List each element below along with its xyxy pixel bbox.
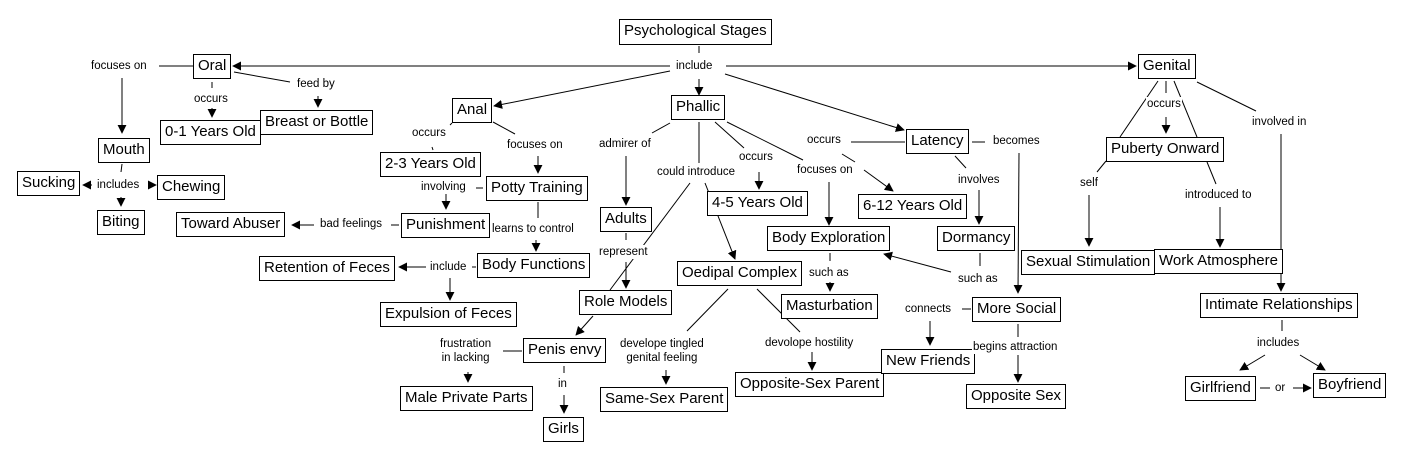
concept-girlfriend[interactable]: Girlfriend	[1185, 376, 1256, 401]
concept-new-friends[interactable]: New Friends	[881, 349, 976, 374]
link-genital-occurs: occurs	[1146, 97, 1182, 111]
concept-breast-or-bottle[interactable]: Breast or Bottle	[260, 110, 374, 135]
concept-psychological-stages[interactable]: Psychological Stages	[619, 19, 772, 45]
concept-anal[interactable]: Anal	[452, 98, 493, 123]
concept-2-3-years-old[interactable]: 2-3 Years Old	[380, 152, 481, 177]
link-body-functions-include: include	[429, 260, 468, 274]
concept-role-models[interactable]: Role Models	[579, 290, 673, 315]
link-could-introduce: could introduce	[656, 165, 736, 179]
link-oral-feed-by: feed by	[296, 77, 336, 91]
link-frustration-in-lacking: frustration in lacking	[439, 337, 493, 365]
link-bad-feelings: bad feelings	[319, 217, 384, 231]
concept-6-12-years-old[interactable]: 6-12 Years Old	[858, 194, 968, 219]
link-devolope-hostility: devolope hostility	[764, 336, 855, 350]
link-phallic-occurs: occurs	[738, 150, 774, 164]
concept-phallic[interactable]: Phallic	[671, 95, 726, 120]
concept-work-atmosphere[interactable]: Work Atmosphere	[1154, 249, 1283, 274]
concept-toward-abuser[interactable]: Toward Abuser	[176, 212, 286, 237]
concept-opposite-sex[interactable]: Opposite Sex	[966, 384, 1067, 409]
concept-latency[interactable]: Latency	[906, 129, 969, 154]
link-include: include	[675, 59, 714, 73]
concept-body-functions[interactable]: Body Functions	[477, 253, 591, 278]
link-oral-focuses-on: focuses on	[90, 59, 148, 73]
link-latency-occurs: occurs	[806, 133, 842, 147]
concept-4-5-years-old[interactable]: 4-5 Years Old	[707, 191, 808, 216]
link-connects: connects	[904, 302, 953, 316]
concept-intimate-relationships[interactable]: Intimate Relationships	[1200, 293, 1358, 318]
link-or: or	[1274, 381, 1287, 395]
concept-sexual-stimulation[interactable]: Sexual Stimulation	[1021, 250, 1156, 275]
link-involved-in: involved in	[1251, 115, 1308, 129]
link-begins-attraction: begins attraction	[972, 340, 1059, 354]
link-represent: represent	[598, 245, 649, 259]
concept-dormancy[interactable]: Dormancy	[937, 226, 1016, 251]
link-introduced-to: introduced to	[1184, 188, 1253, 202]
concept-masturbation[interactable]: Masturbation	[781, 294, 878, 319]
link-such-as-more-social: such as	[957, 272, 999, 286]
concept-girls[interactable]: Girls	[543, 417, 584, 442]
concept-punishment[interactable]: Punishment	[401, 213, 491, 238]
concept-oral[interactable]: Oral	[193, 54, 232, 79]
concept-adults[interactable]: Adults	[600, 207, 652, 232]
link-anal-focuses-on: focuses on	[506, 138, 564, 152]
link-oral-occurs: occurs	[193, 92, 229, 106]
concept-male-private-parts[interactable]: Male Private Parts	[400, 386, 533, 411]
link-admirer-of: admirer of	[598, 137, 652, 151]
concept-expulsion-of-feces[interactable]: Expulsion of Feces	[380, 302, 517, 327]
concept-biting[interactable]: Biting	[97, 210, 145, 235]
link-includes: includes	[1256, 336, 1301, 350]
concept-chewing[interactable]: Chewing	[157, 175, 226, 200]
link-anal-occurs: occurs	[411, 126, 447, 140]
link-such-as-masturbation: such as	[808, 266, 850, 280]
link-involving: involving	[420, 180, 467, 194]
link-becomes: becomes	[992, 134, 1041, 148]
concept-body-exploration[interactable]: Body Exploration	[767, 226, 891, 251]
link-develope-tingled: develope tingled genital feeling	[619, 337, 705, 365]
concept-mouth[interactable]: Mouth	[98, 138, 150, 163]
link-involves: involves	[957, 173, 1001, 187]
concept-penis-envy[interactable]: Penis envy	[523, 338, 607, 363]
concept-sucking[interactable]: Sucking	[17, 171, 81, 196]
link-mouth-includes: includes	[96, 178, 141, 192]
concept-retention-of-feces[interactable]: Retention of Feces	[259, 256, 395, 281]
concept-puberty-onward[interactable]: Puberty Onward	[1106, 137, 1225, 162]
concept-0-1-years-old[interactable]: 0-1 Years Old	[160, 120, 261, 145]
link-learns-to-control: learns to control	[491, 222, 575, 236]
concept-more-social[interactable]: More Social	[972, 297, 1062, 322]
concept-potty-training[interactable]: Potty Training	[486, 176, 588, 201]
link-in: in	[557, 377, 568, 391]
link-self: self	[1079, 176, 1099, 190]
concept-opposite-sex-parent[interactable]: Opposite-Sex Parent	[735, 372, 885, 397]
concept-boyfriend[interactable]: Boyfriend	[1313, 373, 1387, 398]
link-phallic-focuses-on: focuses on	[796, 163, 854, 177]
concept-genital[interactable]: Genital	[1138, 54, 1196, 79]
concept-same-sex-parent[interactable]: Same-Sex Parent	[600, 387, 729, 412]
concept-oedipal-complex[interactable]: Oedipal Complex	[677, 261, 803, 286]
